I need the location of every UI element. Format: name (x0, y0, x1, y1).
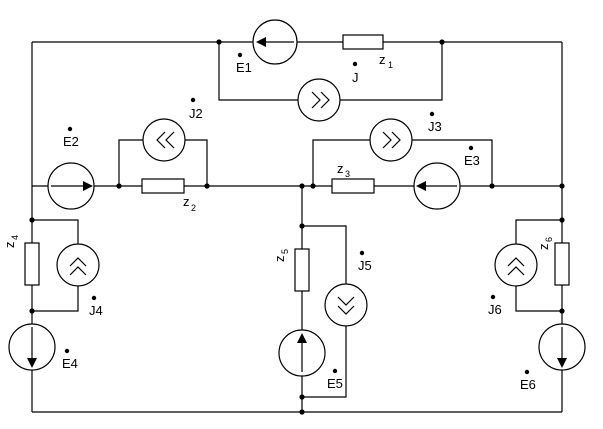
label-e2: E2 (63, 134, 79, 149)
label-z6-sub: 6 (544, 237, 554, 242)
label-z4-sub: 4 (10, 235, 20, 240)
label-e4: E4 (62, 356, 78, 371)
junction-dot (299, 409, 305, 415)
e3-source (413, 162, 461, 210)
label-z6: z (536, 244, 551, 251)
z4-resistor (24, 242, 40, 286)
junction-dot (559, 183, 565, 189)
label-j5: J5 (358, 258, 372, 273)
junction-dot (299, 183, 305, 189)
junction-dot (116, 183, 122, 189)
label-z5: z (272, 256, 287, 263)
j-current-source (297, 78, 341, 122)
phasor-dots (64, 52, 530, 375)
label-z2-sub: 2 (191, 203, 196, 213)
e4-source (8, 323, 56, 371)
junction-dot (29, 217, 35, 223)
junction-dot (204, 183, 210, 189)
e6-source (538, 323, 586, 371)
label-z3: z (337, 161, 344, 176)
j2-current-source (142, 118, 186, 162)
label-z6-group: z 6 (536, 237, 554, 250)
z2-resistor (141, 178, 185, 194)
label-j4: J4 (89, 303, 103, 318)
label-e5: E5 (327, 376, 343, 391)
junction-dot (559, 217, 565, 223)
junction-dot (439, 39, 445, 45)
j3-current-source (369, 118, 413, 162)
e5-source (278, 329, 326, 377)
z6-resistor (554, 242, 570, 286)
label-j: J (352, 70, 359, 85)
junction-dot (299, 223, 305, 229)
label-z1: z (379, 52, 386, 67)
e1-source (252, 19, 298, 65)
j4-current-source (56, 243, 100, 287)
junction-dot (29, 308, 35, 314)
junction-dot (216, 39, 222, 45)
label-j6: J6 (488, 302, 502, 317)
label-z1-sub: 1 (388, 60, 393, 70)
label-z5-sub: 5 (280, 249, 290, 254)
junction-dot (299, 394, 305, 400)
z1-resistor (342, 34, 384, 50)
label-e3: E3 (464, 153, 480, 168)
junction-dot (559, 308, 565, 314)
junction-dot (310, 183, 316, 189)
junction-dots (29, 39, 565, 415)
label-z4-group: z 4 (2, 235, 20, 248)
j6-current-source (494, 243, 538, 287)
e2-source (47, 162, 95, 210)
j5-current-source (324, 283, 368, 327)
label-z3-sub: 3 (345, 169, 350, 179)
label-e1: E1 (236, 60, 252, 75)
label-z5-group: z 5 (272, 249, 290, 262)
z3-resistor (331, 178, 375, 194)
labels: E1 J z 1 E2 J2 z 2 J3 E3 z 3 z 4 J4 E4 z… (2, 52, 554, 392)
junction-dot (489, 183, 495, 189)
label-j3: J3 (428, 119, 442, 134)
z5-resistor (294, 248, 310, 292)
label-j2: J2 (189, 106, 203, 121)
label-e6: E6 (520, 377, 536, 392)
label-z4: z (2, 242, 17, 249)
label-z2: z (183, 194, 190, 209)
